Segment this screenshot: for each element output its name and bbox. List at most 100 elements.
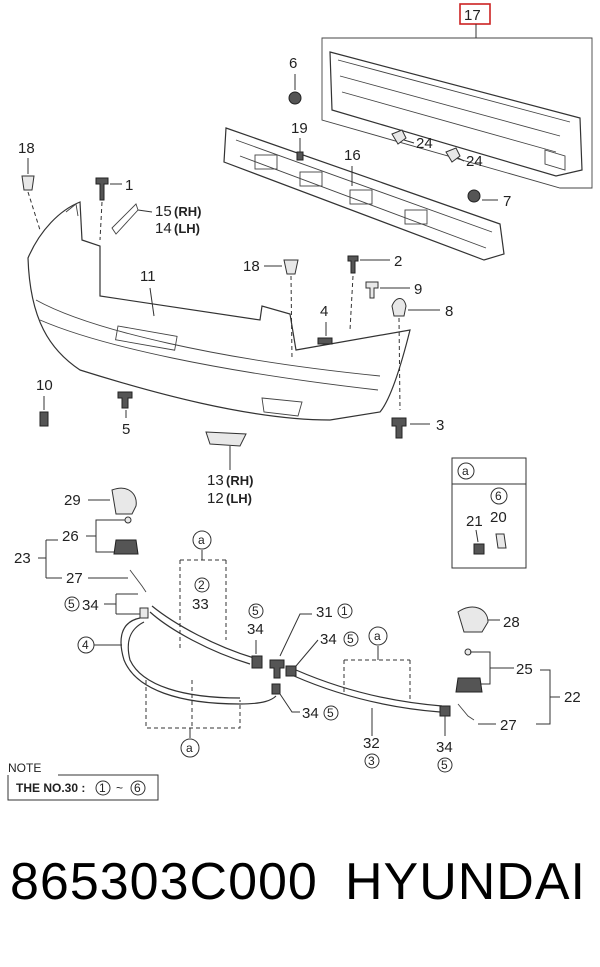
label-32: 32 [363,735,380,752]
screw-part-5-icon [117,391,133,409]
label-13-rh: (RH) [226,473,253,488]
label-33: 33 [192,596,209,613]
clip-part-18-b-icon [283,259,299,275]
bolt-part-9-icon [365,281,379,299]
label-8: 8 [445,303,453,320]
label-6: 6 [289,55,297,72]
label-7: 7 [503,193,511,210]
label-20: 20 [490,509,507,526]
hose-part-27-b-icon [457,703,475,721]
circle-5-d: 5 [327,706,334,720]
label-1: 1 [125,177,133,194]
label-28: 28 [503,614,520,631]
clip-part-26-icon [124,516,132,524]
label-16: 16 [344,147,361,164]
label-23: 23 [14,550,31,567]
circle-5-b: 5 [252,604,259,618]
label-18-a: 18 [18,140,35,157]
caption: 865303C000 HYUNDAI [0,852,600,932]
label-27-a: 27 [66,570,83,587]
nozzle-part-25-icon [455,677,483,693]
label-34-d: 34 [302,705,319,722]
nozzle-part-21-icon [473,543,485,555]
clip-part-20-icon [495,533,507,549]
label-27-b: 27 [500,717,517,734]
connector-part-34-b-icon [251,655,263,669]
circle-2: 2 [198,578,205,592]
note-text: THE NO.30 : [16,781,85,795]
connector-part-34-e-icon [439,705,451,717]
screw-part-10-icon [39,411,49,427]
part-number: 865303C000 [10,853,318,911]
nut-part-6-icon [288,91,302,105]
energy-absorber-part-16 [223,127,505,261]
reinforcement-beam-part-17 [321,37,593,189]
label-24-b: 24 [466,153,483,170]
reflector-part-13-12-icon [205,431,247,447]
circle-1: 1 [341,604,348,618]
cap-part-28-icon [457,606,489,633]
detail-box-a: a 6 20 21 [451,457,527,569]
nut-part-7-icon [467,189,481,203]
label-17: 17 [464,7,481,24]
bracket-part-24-b-icon [445,147,461,163]
label-13: 13 [207,472,224,489]
circle-a-3: a [186,741,193,755]
circle-4: 4 [82,638,89,652]
label-9: 9 [414,281,422,298]
circle-5-c: 5 [347,632,354,646]
screw-part-1-icon [95,177,109,201]
hose-part-32 [293,675,441,713]
circle-3: 3 [368,754,375,768]
circle-5-a: 5 [68,597,75,611]
bumper-cover-part-11 [27,201,411,421]
nozzle-part-26-icon [113,539,139,555]
label-19: 19 [291,120,308,137]
note-sep: ~ [116,781,123,795]
circle-a-1: a [198,533,205,547]
label-34-a: 34 [82,597,99,614]
label-14: 14 [155,220,172,237]
note-title: NOTE [8,761,41,775]
label-22: 22 [564,689,581,706]
label-15-rh: (RH) [174,204,201,219]
clip-part-19-icon [296,151,304,161]
label-34-b: 34 [247,621,264,638]
hose-part-33 [149,611,251,665]
label-2: 2 [394,253,402,270]
clip-part-8-icon [391,298,407,317]
detail-6-mark: 6 [495,489,502,503]
label-25: 25 [516,661,533,678]
circle-5-e: 5 [441,758,448,772]
label-21: 21 [466,513,483,530]
note-from: 1 [99,781,106,795]
brand-name: HYUNDAI [344,853,586,911]
bracket-part-15-14-icon [111,203,139,235]
label-24-a: 24 [416,135,433,152]
screw-part-3-icon [391,417,407,439]
label-34-e: 34 [436,739,453,756]
label-31: 31 [316,604,333,621]
label-5: 5 [122,421,130,438]
connector-part-34-a-icon [139,607,149,619]
label-10: 10 [36,377,53,394]
label-15: 15 [155,203,172,220]
label-29: 29 [64,492,81,509]
screw-part-2-icon [347,255,359,274]
connector-part-34-d-icon [271,683,281,695]
label-11: 11 [140,268,156,285]
connector-part-34-c-icon [285,665,297,677]
label-14-lh: (LH) [174,221,200,236]
label-3: 3 [436,417,444,434]
cap-part-29-icon [111,487,137,515]
clip-part-18-a-icon [21,175,35,191]
screw-part-4-icon [317,337,333,345]
callout-box-17 [459,3,491,25]
label-4: 4 [320,303,328,320]
circle-a-2: a [374,629,381,643]
detail-a-mark: a [462,464,469,478]
label-12-lh: (LH) [226,491,252,506]
label-12: 12 [207,490,224,507]
note-box: NOTE THE NO.30 : 1 ~ 6 [7,761,159,801]
hose-part-27-a-icon [129,569,147,593]
